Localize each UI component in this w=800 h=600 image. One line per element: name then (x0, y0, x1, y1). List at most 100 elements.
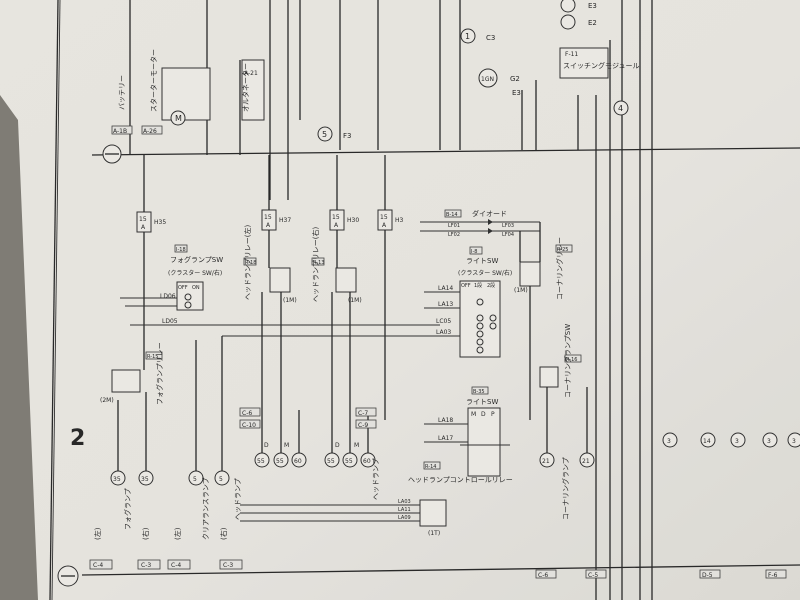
fuse-unit: A (266, 222, 271, 229)
two-m: (2M) (100, 397, 114, 404)
fuse-unit: A (141, 224, 146, 231)
fog-relay (111, 369, 141, 393)
switching-ref: F-11 (565, 51, 578, 58)
sw-dot (476, 346, 484, 354)
mdp-m: M (471, 411, 476, 418)
wire-lf03: LF03 (502, 223, 514, 229)
corner-relay-ref: R-25 (557, 247, 568, 253)
headlamp-l-label: ヘッドランプ (234, 478, 242, 520)
starter-label: スターターモーター (149, 49, 158, 112)
f3-code: F3 (343, 132, 351, 140)
lamp-val: 3 (667, 438, 671, 445)
g2-code: G2 (510, 75, 520, 83)
connector-c3 (460, 28, 476, 44)
corner-relay-label: コーナリングリレー (555, 237, 564, 300)
lamps: 35 35 フォグランプ 5 5 クリアランスランプ 55 55 60 D M … (110, 432, 800, 540)
connector-e2 (560, 14, 576, 30)
starter-ref: A-26 (143, 128, 157, 135)
diode-symbol (488, 228, 493, 234)
light-sw-ref-tag (469, 246, 483, 255)
wire-ld05: LD05 (162, 318, 178, 325)
starter-box (161, 67, 211, 121)
light-sw-ref: I-8 (471, 249, 477, 255)
lightsw2-label: ライトSW (466, 398, 498, 406)
relay-l-ref-tag (243, 257, 257, 266)
fog-relay-ref: R-15 (147, 354, 158, 360)
sw-dot (184, 293, 192, 301)
fog-on: ON (192, 285, 200, 291)
ground-tag (137, 559, 161, 570)
switching-label: スイッチングモジュール (563, 61, 640, 70)
fuse-code: H3 (395, 217, 404, 224)
right-marker-b: (右) (219, 527, 228, 540)
clearance-label: クリアランスランプ (202, 477, 210, 540)
diode-label: ダイオード (472, 209, 507, 218)
lamp-val: 14 (703, 438, 711, 445)
fuse-code: H37 (279, 217, 291, 224)
sw-dot (476, 330, 484, 338)
wire-lc05: LC05 (436, 318, 451, 325)
sw-2: 2段 (487, 282, 495, 289)
relay-r-ref-tag (311, 257, 325, 266)
g2-num: 1GN (481, 76, 494, 83)
lamp-val: 60 (294, 458, 302, 465)
d-l: D (264, 442, 269, 449)
lamp-val: 5 (193, 476, 197, 483)
relay-r-ref: R-13 (313, 260, 324, 266)
alternator-label: オルタネーター (241, 63, 250, 112)
alternator-box (241, 59, 265, 121)
lamp-val: 3 (735, 438, 739, 445)
wire-la09: LA09 (398, 515, 411, 521)
lamp-val: 3 (792, 438, 796, 445)
ground-ref: C-3 (141, 562, 151, 569)
corner-sw-label: コーナリングランプSW (563, 324, 572, 398)
headlamp-control-relay (419, 499, 447, 527)
one-t: (1T) (428, 530, 440, 537)
headlamp-r-label: ヘッドランプ (372, 458, 380, 500)
ground-ref: C-3 (223, 562, 233, 569)
right-lamp (730, 432, 746, 448)
fuse-unit: A (334, 222, 339, 229)
fog-sw-cluster: (クラスター SW/右) (168, 269, 222, 277)
relay-r-label: ヘッドランプリレー(右) (311, 226, 320, 302)
lamp-val: 3 (767, 438, 771, 445)
wire-la13: LA13 (438, 301, 453, 308)
c3-num: 1 (465, 32, 470, 41)
hl-ctrl-ref-tag (423, 461, 441, 470)
c3-code: C3 (486, 34, 495, 42)
connector-4 (613, 100, 629, 116)
cornering-sw (539, 366, 559, 388)
fuse-amp: 15 (264, 214, 272, 221)
ground-tag (219, 559, 243, 570)
connector-g2 (478, 68, 498, 88)
corner-sw-ref-tag (564, 354, 582, 363)
lamp-val: 5 (219, 476, 223, 483)
lamp-val: 21 (542, 458, 550, 465)
lightsw2-ref-tag (471, 386, 489, 395)
fuse-amp: 15 (332, 214, 340, 221)
wire-la03b: LA03 (398, 499, 411, 505)
ground-tag (765, 569, 787, 579)
wire-la17: LA17 (438, 435, 453, 442)
sw-dot (476, 338, 484, 346)
border-line (49, 0, 59, 600)
mdp-d: D (481, 411, 486, 418)
e3-code-lower: E3 (512, 89, 521, 97)
ground-tag (167, 559, 191, 570)
fog-relay-label: フォグランプリレー (155, 342, 164, 405)
light-sw-label: ライトSW (466, 257, 498, 265)
cornering-label: コーナリングランプ (561, 457, 570, 520)
hl-ctrl-ref: R-14 (425, 464, 436, 470)
right-marker: (右) (141, 527, 150, 540)
wire-ld06: LD06 (160, 293, 176, 300)
border-line-inner (51, 0, 61, 600)
ground-bus-bottom (81, 564, 800, 576)
lamp-val: 35 (113, 476, 121, 483)
battery-label: バッテリー (118, 75, 126, 110)
right-lamp (787, 432, 800, 448)
one-m-a: (1M) (283, 297, 297, 304)
ground-tag (89, 559, 113, 570)
e3-code: E3 (588, 2, 597, 10)
